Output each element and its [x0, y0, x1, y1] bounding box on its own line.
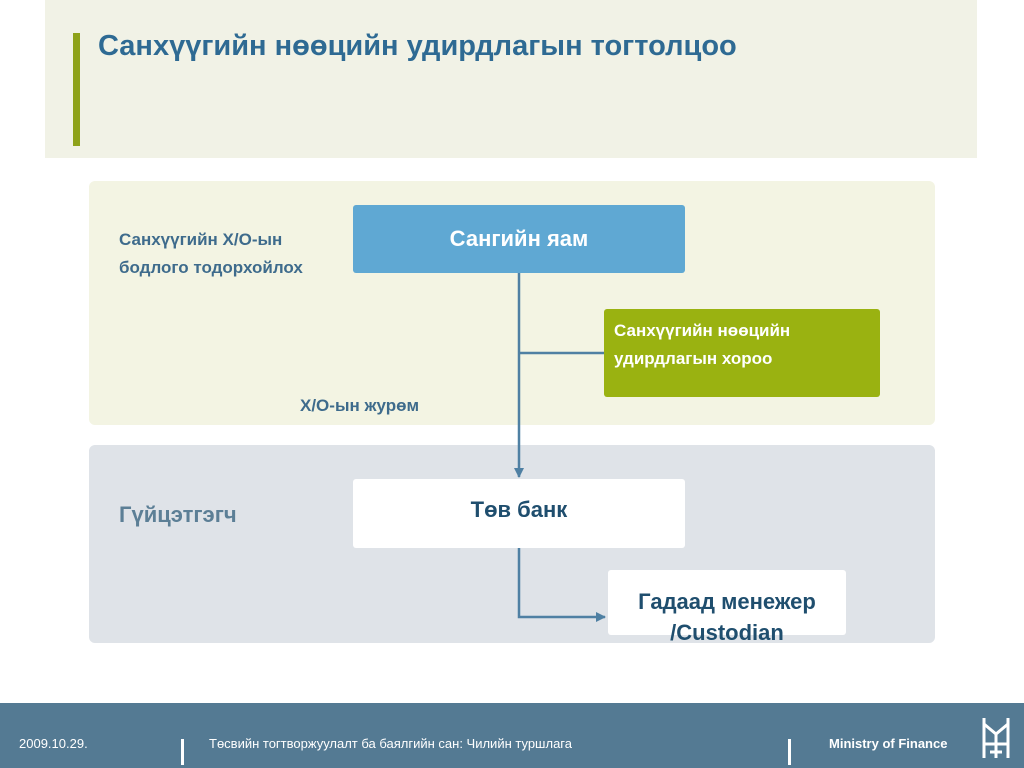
footer-subtitle: Төсвийн тогтворжуулалт ба баялгийн сан: …	[209, 736, 572, 751]
executor-label: Гүйцэтгэгч	[119, 502, 237, 527]
footer-divider	[181, 739, 184, 765]
external-manager-node: Гадаад менежер /Custodian	[608, 570, 846, 645]
committee-node: Санхүүгийн нөөцийн удирдлагын хороо	[604, 309, 880, 397]
external-manager-node-label: Гадаад менежер /Custodian	[638, 589, 816, 645]
committee-node-label: Санхүүгийн нөөцийн удирдлагын хороо	[614, 321, 791, 368]
footer-org: Ministry of Finance	[829, 736, 948, 751]
central-bank-node-label: Төв банк	[470, 497, 568, 522]
ministry-emblem-icon	[982, 718, 1010, 758]
footer-bar	[0, 703, 1024, 768]
footer-divider	[788, 739, 791, 765]
ministry-node-label: Сангийн яам	[449, 226, 589, 251]
title-band	[45, 0, 977, 158]
central-bank-node: Төв банк	[353, 479, 685, 548]
ministry-node: Сангийн яам	[353, 205, 685, 273]
slide-title: Санхүүгийн нөөцийн удирдлагын тогтолцоо	[98, 30, 737, 62]
policy-label: Санхүүгийн Х/О-ын бодлого тодорхойлох	[119, 230, 303, 277]
footer-date: 2009.10.29.	[19, 736, 88, 751]
title-accent-bar	[73, 33, 80, 146]
rule-label: Х/О-ын журөм	[300, 396, 420, 415]
bank-to-manager-connector	[517, 548, 606, 622]
